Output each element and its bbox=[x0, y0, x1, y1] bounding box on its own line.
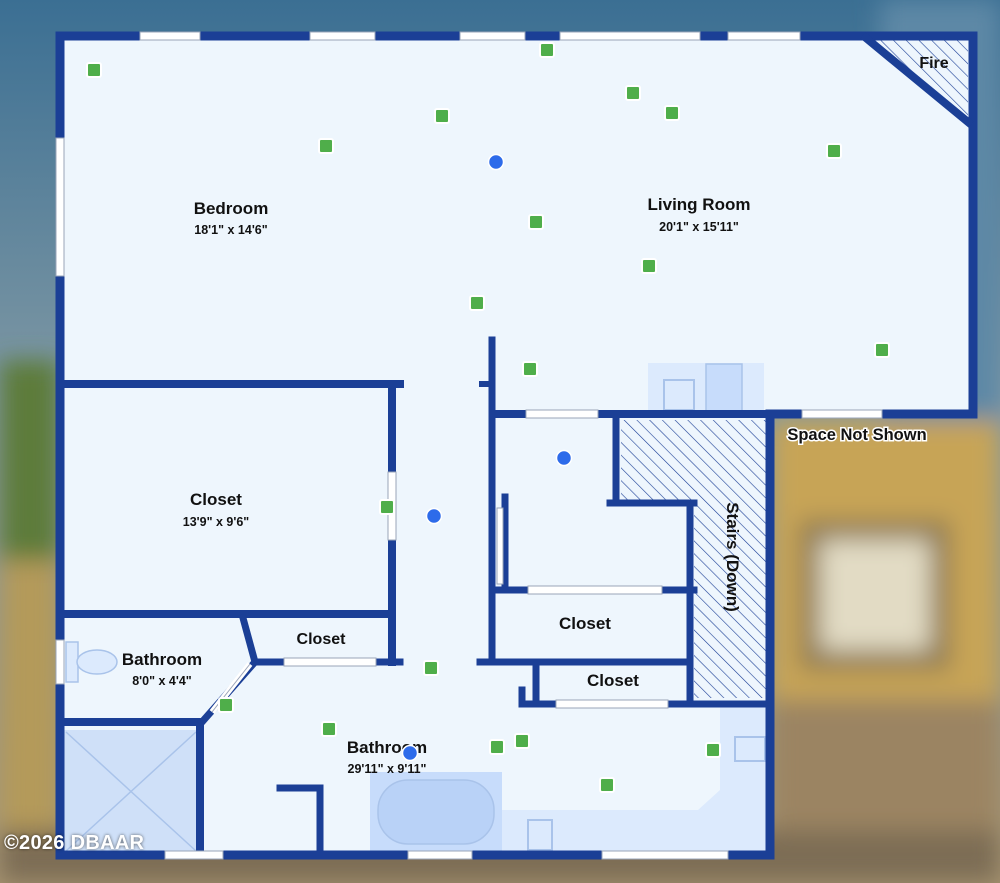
photo-marker-green[interactable] bbox=[539, 42, 555, 58]
viewpoint-marker-blue[interactable] bbox=[555, 449, 573, 467]
viewpoint-marker-blue[interactable] bbox=[401, 744, 419, 762]
photo-marker-green[interactable] bbox=[423, 660, 439, 676]
photo-marker-green[interactable] bbox=[641, 258, 657, 274]
room-label-closet-small-left: Closet bbox=[297, 631, 347, 648]
sink-right bbox=[734, 736, 766, 762]
toilet-tank bbox=[65, 641, 79, 683]
room-dims-bathroom-small: 8'0" x 4'4" bbox=[132, 674, 192, 688]
photo-marker-green[interactable] bbox=[86, 62, 102, 78]
room-label-fire: Fire bbox=[919, 55, 948, 72]
room-label-closet-mid: Closet bbox=[559, 614, 611, 633]
room-label-bedroom: Bedroom bbox=[194, 199, 269, 218]
photo-marker-green[interactable] bbox=[218, 697, 234, 713]
viewpoint-marker-blue[interactable] bbox=[425, 507, 443, 525]
photo-marker-green[interactable] bbox=[528, 214, 544, 230]
vanity-counter bbox=[502, 706, 768, 852]
room-dims-living-room: 20'1" x 15'11" bbox=[659, 220, 739, 234]
room-label-closet-large: Closet bbox=[190, 490, 242, 509]
photo-marker-green[interactable] bbox=[321, 721, 337, 737]
bathtub-inner bbox=[377, 779, 495, 845]
room-label-living-room: Living Room bbox=[648, 195, 751, 214]
photo-marker-green[interactable] bbox=[469, 295, 485, 311]
photo-marker-green[interactable] bbox=[826, 143, 842, 159]
room-dims-closet-large: 13'9" x 9'6" bbox=[183, 515, 250, 529]
room-dims-bathroom-large: 29'11" x 9'11" bbox=[348, 762, 427, 776]
photo-marker-green[interactable] bbox=[664, 105, 680, 121]
photo-marker-green[interactable] bbox=[489, 739, 505, 755]
room-label-space-not-shown: Space Not Shown bbox=[787, 426, 926, 444]
shower-cross-2 bbox=[65, 731, 197, 852]
photo-marker-green[interactable] bbox=[514, 733, 530, 749]
blue-markers bbox=[401, 153, 573, 762]
sink-bottom bbox=[527, 819, 553, 851]
photo-marker-green[interactable] bbox=[379, 499, 395, 515]
stairs-hatch bbox=[621, 420, 766, 698]
photo-marker-green[interactable] bbox=[705, 742, 721, 758]
toilet-bowl bbox=[76, 649, 118, 675]
photo-marker-green[interactable] bbox=[522, 361, 538, 377]
room-label-bathroom-small: Bathroom bbox=[122, 650, 202, 669]
photo-marker-green[interactable] bbox=[599, 777, 615, 793]
room-label-closet-lower: Closet bbox=[587, 671, 639, 690]
photo-marker-green[interactable] bbox=[874, 342, 890, 358]
fridge bbox=[705, 363, 743, 412]
room-label-stairs: Stairs (Down) bbox=[723, 502, 742, 612]
copyright-watermark: ©2026 DBAAR bbox=[4, 832, 145, 854]
photo-marker-green[interactable] bbox=[434, 108, 450, 124]
photo-marker-green[interactable] bbox=[625, 85, 641, 101]
room-dims-bedroom: 18'1" x 14'6" bbox=[194, 223, 267, 237]
photo-marker-green[interactable] bbox=[318, 138, 334, 154]
viewpoint-marker-blue[interactable] bbox=[487, 153, 505, 171]
green-markers bbox=[86, 42, 890, 793]
